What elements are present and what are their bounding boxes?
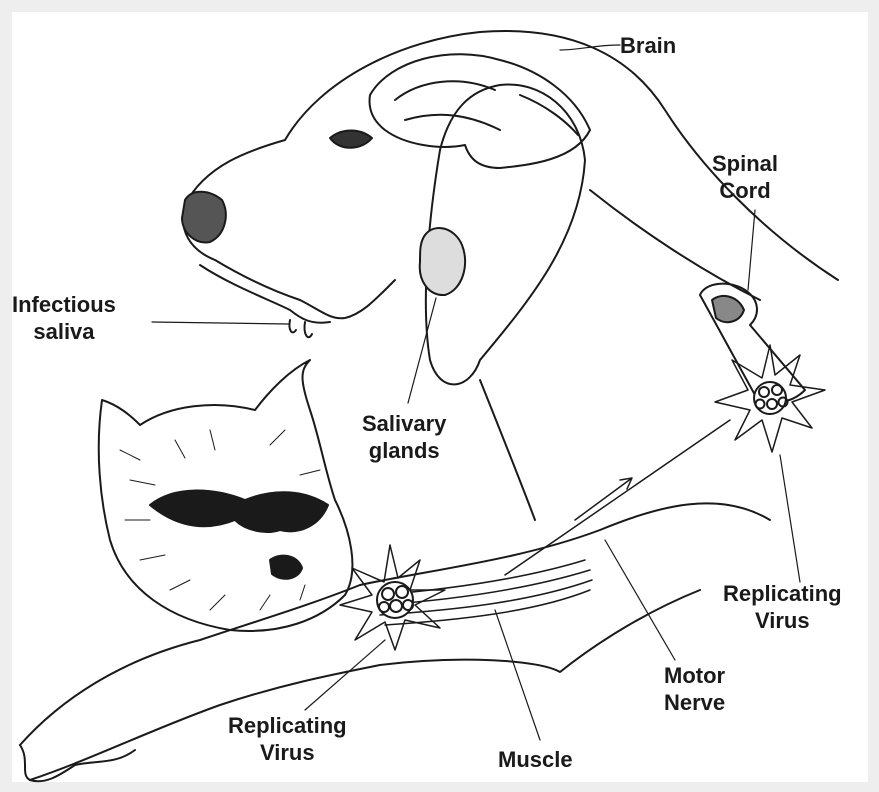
label-spinal-cord: Spinal Cord — [712, 150, 778, 204]
spinal-cord-section — [712, 296, 744, 322]
leader-spinal-cord — [748, 210, 755, 290]
leader-virus-arm — [305, 640, 385, 710]
leader-salivary-glands — [408, 298, 436, 403]
label-motor-nerve: Motor Nerve — [664, 662, 725, 716]
arm-lower-outline — [30, 590, 700, 780]
motor-nerve-line — [505, 420, 730, 575]
label-brain: Brain — [620, 32, 676, 59]
label-infectious-saliva: Infectious saliva — [12, 291, 116, 345]
label-salivary-glands: Salivary glands — [362, 410, 446, 464]
dog-muzzle — [200, 265, 330, 323]
leader-muscle — [495, 610, 540, 740]
label-replicating-virus-right: Replicating Virus — [723, 580, 842, 634]
raccoon-mask — [150, 490, 328, 531]
label-muscle: Muscle — [498, 746, 573, 773]
saliva-drops — [289, 320, 312, 337]
motor-nerve-arrow — [575, 478, 632, 520]
dog-neck-front — [480, 380, 535, 520]
dog-nose — [182, 192, 226, 243]
salivary-gland-shape — [420, 228, 465, 295]
leader-virus-spine — [780, 455, 800, 582]
dog-brain-outline — [370, 54, 590, 168]
label-replicating-virus-left: Replicating Virus — [228, 712, 347, 766]
raccoon-nose — [270, 556, 302, 579]
leader-motor-nerve — [605, 540, 675, 660]
dog-eye — [330, 131, 372, 148]
virus-burst-arm — [340, 545, 445, 650]
leader-saliva — [152, 322, 288, 324]
dog-neck-back — [590, 190, 760, 300]
virus-burst-spine — [715, 345, 825, 452]
